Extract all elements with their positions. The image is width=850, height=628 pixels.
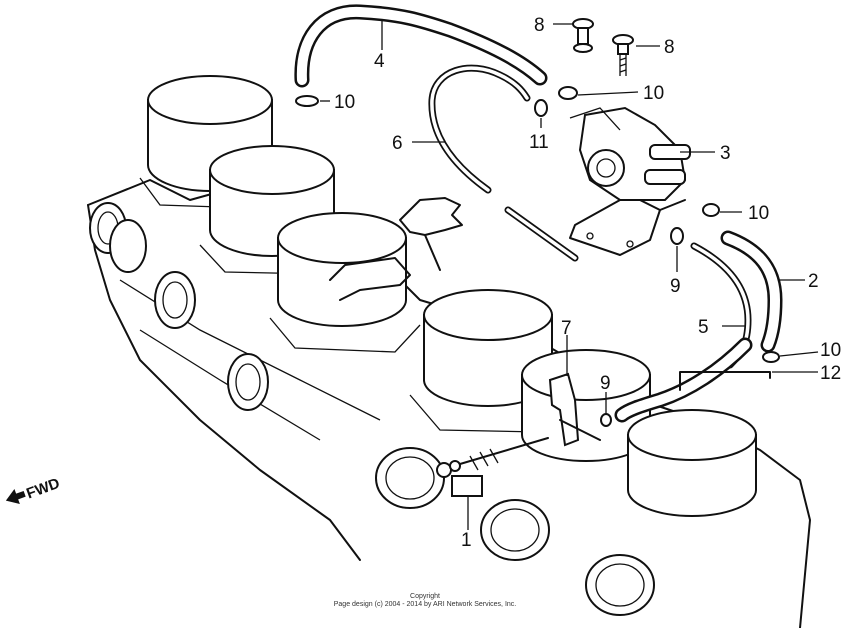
callout-7: 7 — [561, 318, 572, 339]
copyright-line2: Page design (c) 2004 - 2014 by ARI Netwo… — [334, 601, 517, 608]
lever-7 — [548, 372, 601, 447]
carburetor-top-6 — [627, 409, 757, 517]
callout-8a: 8 — [534, 15, 545, 36]
clip-9a — [670, 227, 684, 245]
clip-10c — [702, 203, 720, 217]
copyright-line1: Copyright — [410, 593, 440, 600]
bracket — [329, 197, 463, 301]
callout-9b: 9 — [600, 373, 611, 394]
clip-10a — [295, 95, 319, 107]
clip-9b — [600, 413, 612, 427]
clip-10b — [558, 86, 578, 100]
callout-5: 5 — [698, 317, 709, 338]
fwd-label: FWD — [24, 475, 62, 503]
callout-1: 1 — [461, 530, 472, 551]
fuel-valve-3 — [569, 106, 691, 256]
callout-11: 11 — [529, 132, 549, 153]
fwd-indicator: FWD — [5, 475, 62, 505]
callout-10b: 10 — [643, 83, 664, 104]
screw-1 — [436, 437, 549, 478]
callouts: 4 10 6 8 8 10 11 3 10 2 9 5 10 12 7 9 1 — [334, 15, 841, 551]
callout-10d: 10 — [820, 340, 841, 361]
tube-6 — [428, 64, 579, 262]
callout-2: 2 — [808, 271, 819, 292]
leader-lines — [320, 20, 819, 530]
tube-5 — [614, 242, 753, 423]
hose-2 — [720, 230, 783, 353]
callout-10a: 10 — [334, 92, 355, 113]
clip-11 — [534, 99, 548, 117]
clip-10d — [762, 351, 780, 363]
carburetor-top-3 — [269, 212, 421, 353]
bolt-8b — [612, 34, 634, 76]
hose-4 — [294, 4, 548, 88]
bolt-8a — [572, 18, 594, 53]
callout-4: 4 — [374, 51, 385, 72]
bracket-12 — [679, 371, 771, 391]
carburetor-bank — [87, 174, 811, 628]
callout-9a: 9 — [670, 276, 681, 297]
callout-8b: 8 — [664, 37, 675, 58]
carburetor-top-4 — [409, 289, 566, 433]
callout-6: 6 — [392, 133, 403, 154]
fwd-arrow-icon — [5, 488, 26, 505]
callout-12: 12 — [820, 363, 841, 384]
callout-10c: 10 — [748, 203, 769, 224]
callout-3: 3 — [720, 143, 731, 164]
